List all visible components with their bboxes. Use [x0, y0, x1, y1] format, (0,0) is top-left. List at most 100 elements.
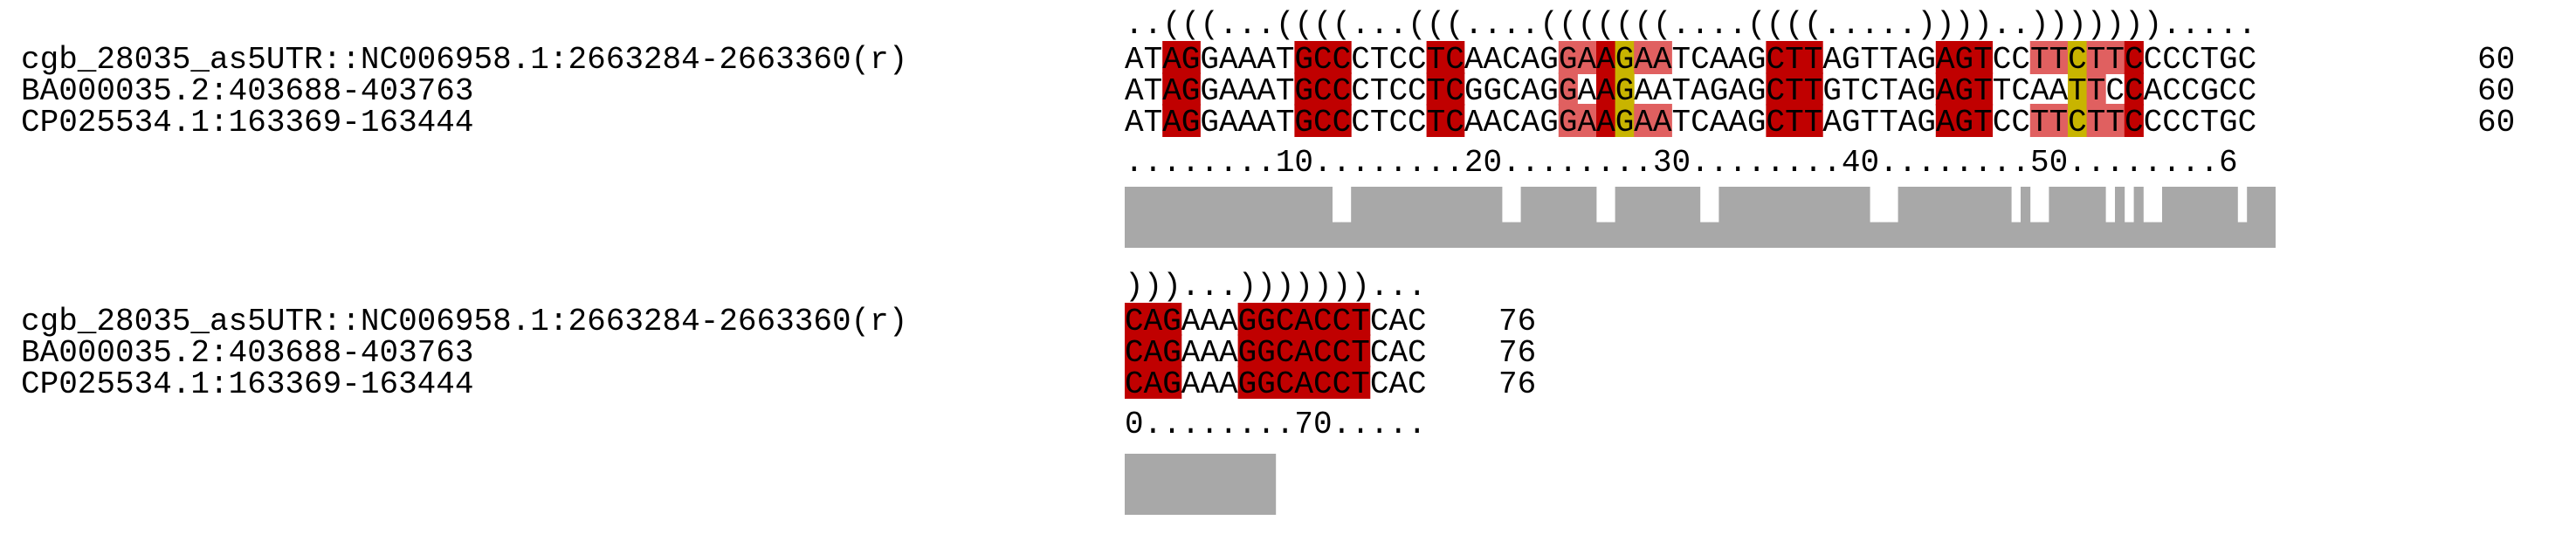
paired-base-highlight	[1766, 72, 1823, 106]
paired-base-highlight	[1935, 104, 1994, 137]
conservation-bar	[1360, 187, 1371, 248]
structure-line: )))...)))))))...	[1125, 269, 1427, 305]
paired-base-highlight	[1426, 72, 1465, 106]
conservation-bar	[1304, 187, 1314, 248]
conservation-bar	[1624, 187, 1635, 248]
conservation-bar	[1832, 187, 1842, 248]
conservation-bar	[1237, 187, 1248, 248]
conservation-bar	[1898, 187, 1908, 248]
conservation-bar	[1691, 187, 1701, 248]
conservation-bar	[1162, 454, 1173, 515]
paired-base-highlight	[1294, 104, 1352, 137]
conservation-bar	[1341, 222, 1352, 248]
sequence-name: CP025534.1:163369-163444	[21, 366, 473, 402]
conservation-bar	[1228, 187, 1238, 248]
conservation-bar	[1879, 222, 1890, 248]
conservation-bar	[1850, 187, 1861, 248]
paired-base-highlight	[1125, 303, 1182, 336]
sequence-name: cgb_28035_as5UTR::NC006958.1:2663284-266…	[21, 304, 907, 339]
paired-base-highlight	[2124, 104, 2144, 137]
conservation-bar	[1133, 187, 1144, 248]
conservation-bar	[1369, 187, 1380, 248]
structure-line: ..(((...((((...(((....(((((((....((((...…	[1125, 7, 2256, 43]
conservation-bar	[1558, 187, 1568, 248]
conservation-bar	[1803, 187, 1814, 248]
conservation-bar	[1549, 187, 1560, 248]
conservation-bar	[1992, 187, 2002, 248]
conservation-bar	[1455, 187, 1465, 248]
conservation-bar	[1162, 187, 1173, 248]
conservation-bar	[2171, 187, 2181, 248]
conservation-bar	[2068, 187, 2078, 248]
conservation-bar	[2124, 222, 2134, 248]
paired-base-highlight	[1766, 104, 1823, 137]
conservation-bar	[1445, 187, 1456, 248]
conservation-bar	[1473, 187, 1484, 248]
paired-base-highlight	[1596, 41, 1616, 74]
paired-base-highlight	[2086, 104, 2125, 137]
conservation-bar	[2218, 187, 2228, 248]
conservation-bar	[1200, 454, 1210, 515]
conservation-bar	[1917, 187, 1927, 248]
paired-base-highlight	[1294, 41, 1352, 74]
paired-base-highlight	[1237, 334, 1371, 367]
conservation-histogram	[1125, 454, 1277, 515]
conservation-bar	[1746, 187, 1757, 248]
conservation-bar	[1219, 187, 1229, 248]
conservation-bar	[1322, 187, 1333, 248]
conservation-bar	[2105, 222, 2116, 248]
paired-base-highlight	[1162, 41, 1201, 74]
base-pair-shading	[1125, 303, 1371, 399]
conservation-bar	[1483, 187, 1493, 248]
conservation-bar	[2265, 187, 2276, 248]
conservation-bar	[1408, 187, 1418, 248]
paired-base-highlight	[2068, 104, 2088, 137]
conservation-bar	[1794, 187, 1804, 248]
conservation-bar	[2021, 187, 2031, 248]
conservation-bar	[1813, 187, 1823, 248]
paired-base-highlight	[2086, 72, 2106, 106]
conservation-bar	[2011, 222, 2022, 248]
conservation-bar	[1926, 187, 1937, 248]
conservation-bar	[1313, 187, 1324, 248]
position-ruler: 0........70.....	[1125, 407, 1427, 442]
conservation-bar	[1426, 187, 1436, 248]
conservation-bar	[1228, 454, 1238, 515]
conservation-bar	[1492, 187, 1503, 248]
conservation-bar	[2039, 222, 2049, 248]
sequence-name: BA000035.2:403688-403763	[21, 335, 473, 371]
paired-base-highlight	[1237, 366, 1371, 399]
conservation-bar	[2237, 222, 2248, 248]
conservation-bar	[2247, 187, 2257, 248]
paired-base-highlight	[2124, 41, 2144, 74]
conservation-bar	[2152, 222, 2163, 248]
conservation-bar	[1237, 454, 1248, 515]
paired-base-highlight	[1558, 104, 1597, 137]
sequence-residues: CAGAAAGGCACCTCAC	[1125, 304, 1427, 339]
conservation-bar	[2058, 187, 2069, 248]
conservation-bar	[1615, 187, 1625, 248]
paired-base-highlight	[1935, 41, 1994, 74]
conservation-bar	[1728, 187, 1739, 248]
sequence-length: 76	[1498, 335, 1536, 371]
conservation-bar	[1379, 187, 1389, 248]
paired-base-highlight	[1426, 41, 1465, 74]
paired-base-highlight	[2068, 41, 2088, 74]
sequence-length: 76	[1498, 304, 1536, 339]
conservation-bar	[1605, 222, 1615, 248]
sequence-residues: ATAGGAAATGCCCTCCTCGGCAGGAAGAATAGAGCTTGTC…	[1125, 73, 2256, 109]
conservation-bar	[1181, 454, 1191, 515]
conservation-bar	[1539, 187, 1550, 248]
conservation-bar	[1888, 222, 1898, 248]
sequence-residues: ATAGGAAATGCCCTCCTCAACAGGAAGAATCAAGCTTAGT…	[1125, 42, 2256, 78]
conservation-bar	[1652, 187, 1663, 248]
conservation-bar	[2077, 187, 2087, 248]
conservation-bar	[1738, 187, 1748, 248]
conservation-bar	[1596, 222, 1607, 248]
conservation-bar	[1125, 454, 1135, 515]
conservation-bar	[1511, 222, 1521, 248]
conservation-bar	[1756, 187, 1767, 248]
conservation-bar	[1643, 187, 1654, 248]
conservation-bar	[1209, 454, 1220, 515]
paired-base-highlight	[2068, 72, 2088, 106]
